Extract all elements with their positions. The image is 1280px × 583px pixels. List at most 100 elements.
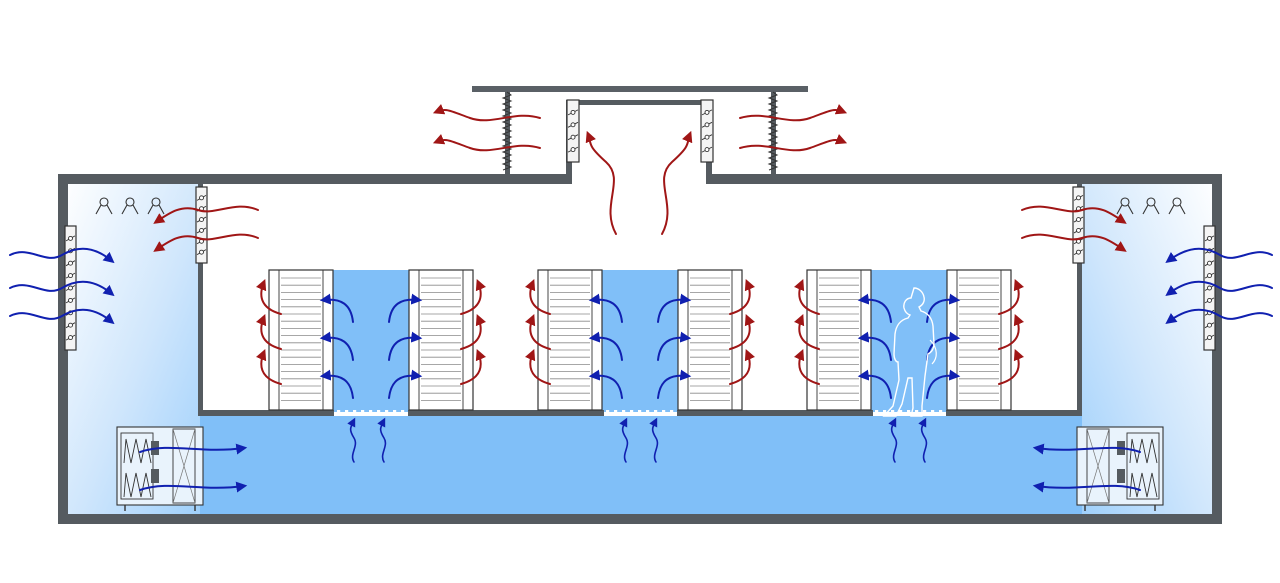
louvre-pivot	[1207, 235, 1212, 241]
louvre-pivot	[1207, 260, 1212, 266]
louvre-pivot	[68, 322, 73, 328]
roof-damper-left	[566, 99, 580, 163]
crac-coil-frame	[1126, 432, 1160, 500]
hot-aisle-arrow	[729, 348, 756, 385]
roof-cap-plate	[472, 86, 808, 92]
crac-housing	[116, 426, 204, 506]
grille-slot	[939, 410, 943, 416]
exhaust-louvre-right	[1072, 186, 1085, 264]
grille-slot	[361, 410, 365, 416]
hot-aisle-arrow	[255, 313, 282, 350]
filter-symbol-ring	[99, 197, 109, 207]
filter-symbol-left-2	[121, 197, 139, 215]
filter-symbol-ring	[125, 197, 135, 207]
roof-louvre-exhaust-left	[432, 134, 541, 152]
louvre-pivot	[1207, 285, 1212, 291]
cold-aisle-arrow	[657, 369, 692, 399]
louvre-pivot	[1207, 322, 1212, 328]
grille-slot	[891, 410, 895, 416]
floor-grille-3	[875, 410, 943, 416]
grille-slot	[923, 410, 927, 416]
hot-aisle-arrow	[793, 278, 820, 315]
crac-coil-frame	[120, 432, 154, 500]
cold-aisle-1	[333, 270, 409, 412]
intake-louvre-left	[64, 225, 77, 351]
plenum-rise-arrow	[377, 417, 387, 463]
intake-arrow-right	[1165, 280, 1273, 296]
cold-aisle-arrow	[857, 331, 892, 361]
louvre-pivot	[1076, 217, 1081, 223]
intake-arrow-right	[1165, 247, 1273, 263]
plenum-rise-arrow	[888, 417, 898, 463]
roof-louvre-exhaust-right	[739, 104, 848, 122]
cold-aisle-arrow	[588, 331, 623, 361]
hot-aisle-arrow	[460, 278, 487, 315]
hot-aisle-arrow	[793, 313, 820, 350]
grille-slot	[654, 410, 658, 416]
crac-coil-zigzag	[1129, 438, 1158, 498]
hot-aisle-arrow	[524, 348, 551, 385]
building-interior	[64, 180, 1216, 516]
cold-aisle-2	[602, 270, 678, 412]
roof-exhaust-arrow	[661, 130, 693, 235]
crac-unit-right	[1076, 426, 1164, 511]
intake-arrow-left	[9, 308, 115, 325]
server-rack-2	[408, 269, 474, 411]
intake-arrow-left	[9, 280, 115, 297]
filter-symbol-left-3	[147, 197, 165, 215]
grille-slot	[931, 410, 935, 416]
rack-frame	[946, 269, 1012, 411]
plenum-rise-arrow	[619, 417, 629, 463]
hot-aisle-arrow	[255, 278, 282, 315]
roof-damper-right	[700, 99, 714, 163]
louvre-frame	[566, 99, 580, 163]
hot-aisle-arrow	[793, 348, 820, 385]
grille-slot	[614, 410, 618, 416]
exhaust-arrow-right	[1021, 205, 1127, 224]
cold-aisle-arrow	[319, 369, 354, 399]
louvre-frame	[195, 186, 208, 264]
outer-wall-left	[58, 174, 68, 524]
roof-right	[706, 174, 1222, 184]
filter-symbol-left-1	[95, 197, 113, 215]
louvre-pivot	[199, 217, 204, 223]
server-rack-6	[946, 269, 1012, 411]
grille-slot	[369, 410, 373, 416]
louvre-pivot	[704, 109, 710, 115]
cold-aisle-arrow	[388, 369, 423, 399]
roof-exhaust-arrow	[585, 130, 617, 235]
louvre-pivot	[199, 227, 204, 233]
roof-left	[58, 174, 572, 184]
grille-slot	[606, 410, 610, 416]
grille-slot	[899, 410, 903, 416]
crac-discharge-left	[139, 443, 248, 455]
grille-slot	[662, 410, 666, 416]
louvre-pivot	[68, 273, 73, 279]
hot-aisle-arrow	[524, 313, 551, 350]
server-rack-1	[268, 269, 334, 411]
spring-coil	[501, 91, 513, 171]
roof-louvre-exhaust-right	[739, 134, 848, 152]
cold-aisle-arrow	[926, 293, 961, 323]
hot-aisle-arrow	[998, 348, 1025, 385]
diagram-components	[9, 91, 1273, 511]
exhaust-arrow-left	[153, 233, 259, 252]
grille-slot	[345, 410, 349, 416]
hot-aisle-arrow	[524, 278, 551, 315]
cold-aisle-arrow	[857, 369, 892, 399]
louvre-pivot	[570, 134, 576, 140]
hot-aisle-arrow	[460, 348, 487, 385]
louvre-pivot	[704, 134, 710, 140]
inner-wall-left	[198, 182, 203, 412]
grille-slot	[907, 410, 911, 416]
louvre-pivot	[68, 235, 73, 241]
hot-aisle-arrow	[460, 313, 487, 350]
grille-slot	[630, 410, 634, 416]
hot-aisle-arrow	[998, 278, 1025, 315]
building-walls	[58, 86, 1222, 524]
louvre-pivot	[68, 260, 73, 266]
louvre-pivot	[1076, 195, 1081, 201]
louvre-pivot	[199, 195, 204, 201]
